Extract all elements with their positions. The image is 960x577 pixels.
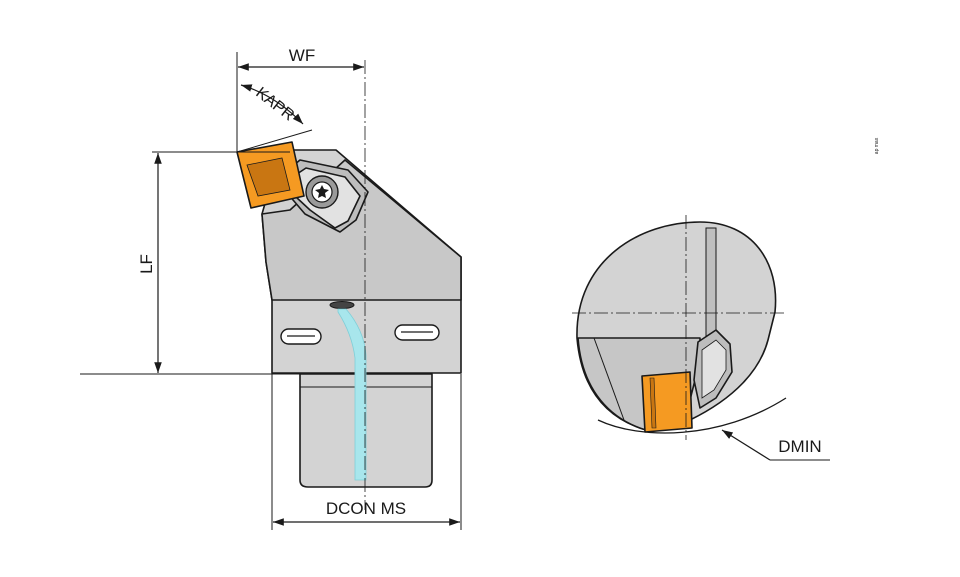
dmin-arc <box>597 397 787 434</box>
slot-right-icon <box>394 324 440 341</box>
kapr-arc <box>240 84 304 125</box>
front-view: DMIN <box>572 215 830 461</box>
clamp-screw-icon <box>305 175 339 209</box>
kapr-label: KAPR <box>252 84 297 124</box>
front-strip <box>705 227 717 339</box>
front-clamp-face <box>701 339 727 399</box>
coolant-outlet <box>329 301 355 309</box>
slot-left-icon <box>280 328 322 345</box>
insert-front <box>641 371 693 433</box>
coolant-channel <box>337 308 367 481</box>
front-pocket-edge <box>593 337 625 421</box>
dmin-leader <box>721 429 771 461</box>
kapr-ref-line <box>236 129 313 153</box>
side-view: WF KAPR LF DCON MS <box>80 46 462 530</box>
ap-max-label: ap max <box>874 137 880 154</box>
lf-label: LF <box>137 254 156 274</box>
dcon-ms-label: DCON MS <box>326 499 406 518</box>
insert-side <box>236 141 305 209</box>
wf-label: WF <box>289 46 315 65</box>
dmin-label: DMIN <box>778 437 821 456</box>
